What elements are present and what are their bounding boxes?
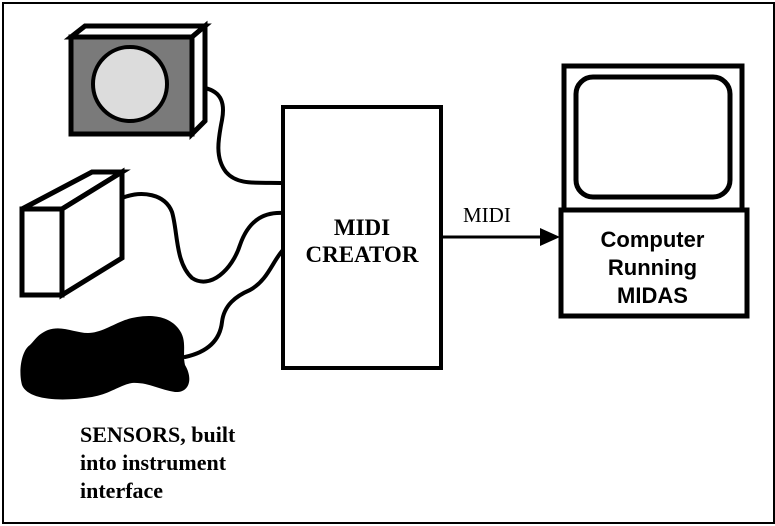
sensors-caption-line3: interface [80, 477, 320, 505]
block-sensor-icon [22, 172, 122, 295]
midi-creator-line1: MIDI [282, 214, 442, 241]
sensors-caption: SENSORS, built into instrument interface [80, 421, 320, 505]
midi-creator-label: MIDI CREATOR [282, 214, 442, 268]
computer-line3: MIDAS [565, 282, 740, 310]
computer-line1: Computer [565, 226, 740, 254]
blob-sensor-shape [20, 316, 189, 399]
sensors-caption-line2: into instrument [80, 449, 320, 477]
cable-blob-sensor [185, 250, 283, 357]
computer-label: Computer Running MIDAS [565, 226, 740, 310]
computer-line2: Running [565, 254, 740, 282]
monitor-icon [564, 66, 742, 210]
sensors-caption-line1: SENSORS, built [80, 421, 320, 449]
block-sensor-front [22, 209, 62, 295]
blob-sensor-icon [20, 316, 189, 399]
arrow-head-icon [540, 228, 560, 246]
midi-creator-line2: CREATOR [282, 241, 442, 268]
dial-sensor-knob [93, 47, 167, 121]
monitor-screen [576, 77, 730, 197]
midi-arrow-label: MIDI [463, 203, 511, 228]
cable-block-sensor [122, 194, 283, 282]
cable-dial-sensor [205, 88, 283, 183]
dial-sensor-icon [71, 26, 205, 134]
